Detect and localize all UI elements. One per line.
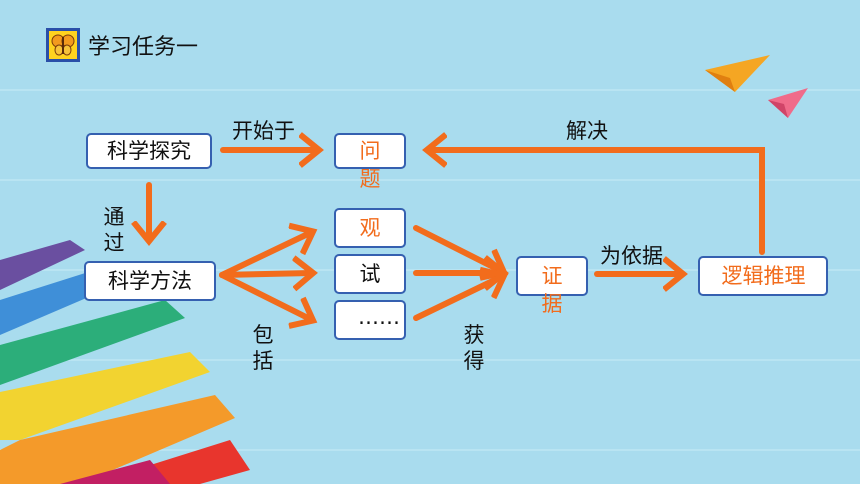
label-solve: 解决 [566,119,608,143]
paper-airplane-small-icon [768,88,808,118]
node-scientific-method: 科学方法 [84,261,216,301]
arrow-reasoning-to-problem [428,150,765,255]
label-include: 包括 [252,323,274,373]
arrow-method-to-experiment [219,273,312,275]
node-scientific-inquiry: 科学探究 [86,133,212,169]
page-title: 学习任务一 [88,35,199,60]
arrow-method-to-observation [219,232,312,278]
node-evidence: 证据 [516,256,588,316]
paint-strokes [0,240,250,484]
label-through: 通过 [103,205,125,255]
node-problem: 问题 [334,133,406,191]
butterfly-icon [46,28,80,62]
arrow-ellipsis-to-evidence [413,276,503,321]
paper-airplane-icon [705,55,770,92]
node-logical-reasoning: 逻辑推理 [698,256,828,296]
label-starts-with: 开始于 [232,119,295,143]
label-obtain: 获得 [463,323,485,373]
label-as-basis: 为依据 [600,244,663,268]
node-observation: 观 [334,208,406,248]
arrow-method-to-ellipsis [219,272,312,320]
node-ellipsis: …… [334,300,406,340]
node-experiment: 试 [334,254,406,294]
arrow-observation-to-evidence [413,225,503,272]
task-header: 学习任务一 [46,28,198,62]
